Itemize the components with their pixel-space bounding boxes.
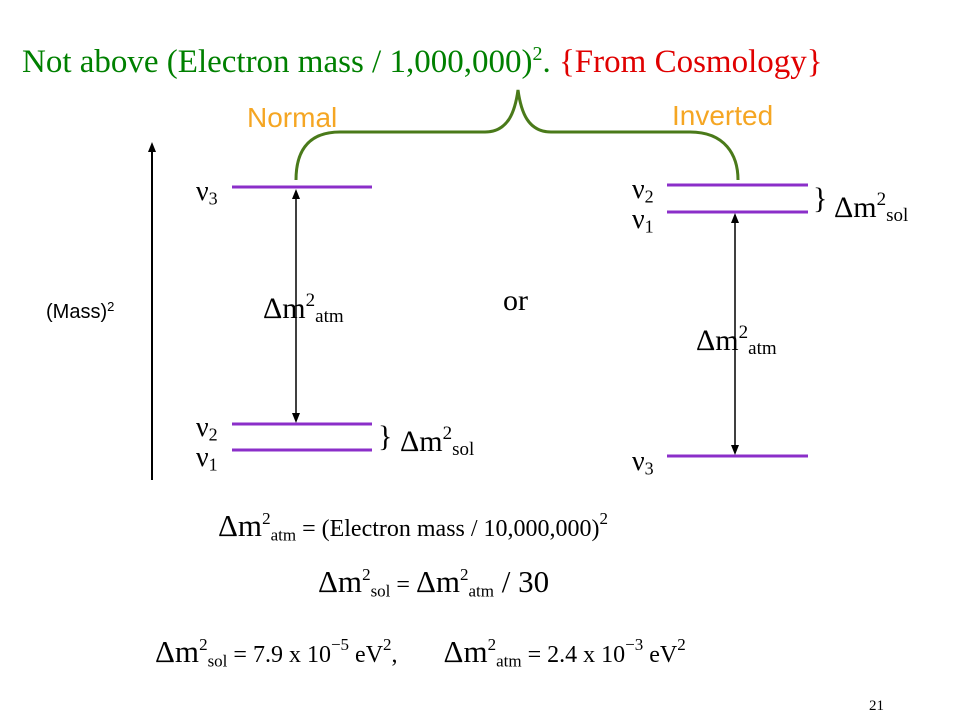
equation-measured-values: Δm2sol = 7.9 x 10−5 eV2,Δm2atm = 2.4 x 1…	[155, 634, 686, 671]
normal-dm2-sol-label: Δm2sol	[400, 423, 475, 460]
hierarchy-brace	[294, 89, 740, 181]
normal-nu1-label: ν1	[196, 442, 218, 475]
equation-sol-ratio: Δm2sol = Δm2atm / 30	[318, 564, 550, 601]
title-mass-bound: Not above (Electron mass / 1,000,000)	[22, 44, 533, 80]
normal-sol-brace: }	[378, 420, 393, 453]
normal-hierarchy-label: Normal	[247, 102, 338, 133]
normal-nu3-label: ν3	[196, 176, 218, 209]
mass-axis-label: (Mass)2	[46, 299, 115, 324]
inverted-nu3-label: ν3	[632, 446, 654, 479]
title-exponent: 2	[532, 43, 543, 65]
title-cosmology-note: {From Cosmology}	[558, 44, 823, 80]
or-label: or	[503, 284, 528, 317]
slide-title: Not above (Electron mass / 1,000,000)2. …	[22, 44, 823, 79]
inverted-nu2-label: ν2	[632, 174, 654, 207]
normal-dm2-atm-label: Δm2atm	[263, 290, 344, 327]
inverted-hierarchy-label: Inverted	[672, 100, 774, 131]
inverted-dm2-atm-label: Δm2atm	[696, 322, 777, 359]
title-period: .	[542, 44, 551, 80]
equation-atm-electron-mass: Δm2atm = (Electron mass / 10,000,000)2	[218, 508, 609, 545]
page-number: 21	[869, 698, 884, 714]
inverted-nu1-label: ν1	[632, 204, 654, 237]
inverted-sol-brace: }	[813, 182, 828, 215]
inverted-dm2-sol-label: Δm2sol	[834, 189, 909, 226]
normal-nu2-label: ν2	[196, 412, 218, 445]
